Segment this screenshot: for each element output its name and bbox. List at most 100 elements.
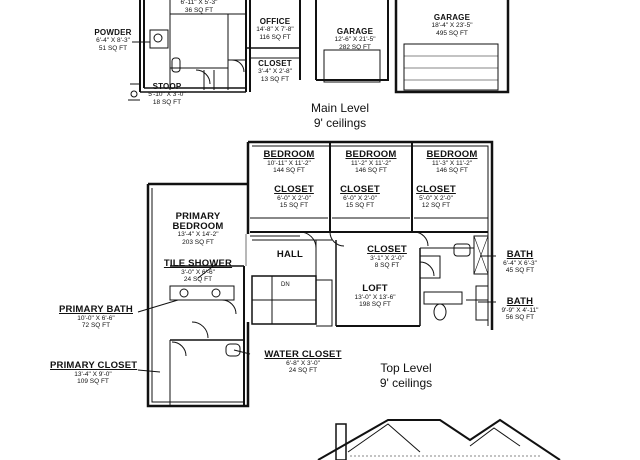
room-label-primary-bedroom: PRIMARY BEDROOM 13'-4" X 14'-2" 203 SQ F… [160,212,236,246]
room-label-closet-2: CLOSET 6'-0" X 2'-0" 15 SQ FT [330,185,390,210]
room-dims: 10'-0" X 6'-6" [77,314,115,322]
room-name: LOFT [362,283,388,294]
room-label-loft: LOFT 13'-0" X 13'-6" 198 SQ FT [340,284,410,309]
room-area: 198 SQ FT [359,301,391,308]
room-label-closet-main: CLOSET 3'-4" X 2'-8" 13 SQ FT [250,60,300,83]
room-area: 45 SQ FT [505,267,535,274]
room-dims: 5'-0" X 2'-0" [419,194,453,202]
room-label-bedroom-3: BEDROOM 11'-3" X 11'-2" 146 SQ FT [416,150,488,175]
room-dims: 14'-8" X 7'-8" [256,26,294,33]
room-name: BATH [506,296,534,307]
room-dims: 18'-4" X 23'-5" [431,22,473,29]
room-area: 72 SQ FT [81,322,111,329]
room-name: GARAGE [336,27,374,36]
room-name: CLOSET [340,184,380,195]
room-area: 116 SQ FT [259,33,291,41]
room-name: PRIMARY CLOSET [50,360,138,371]
room-name-line1: PRIMARY [175,211,221,222]
room-name: OFFICE [259,17,291,26]
room-label-stoop: STOOP 5'-10" X 3'-0" 18 SQ FT [142,83,192,106]
room-dims: 12'-6" X 21'-5" [334,36,376,43]
room-area: 203 SQ FT [182,238,214,246]
room-area: 495 SQ FT [436,29,468,37]
room-name: STOOP [152,82,182,91]
level-title: Main Level [310,101,370,115]
room-name: BEDROOM [345,149,397,160]
room-area: 12 SQ FT [421,202,451,209]
room-area: 15 SQ FT [345,202,375,209]
room-label-office: OFFICE 14'-8" X 7'-8" 116 SQ FT [250,18,300,41]
room-label-primary-bath: PRIMARY BATH 10'-0" X 6'-6" 72 SQ FT [56,305,136,330]
room-area: 8 SQ FT [374,262,400,269]
level-ceilings: 9' ceilings [379,376,433,390]
room-dims: 6'-4" X 6'-3" [503,259,537,267]
room-dims: 13'-0" X 13'-6" [354,293,396,301]
room-dims: 6'-0" X 2'-0" [277,194,311,202]
room-name: BEDROOM [426,149,478,160]
room-area: 51 SQ FT [98,44,128,52]
room-name: CLOSET [274,184,314,195]
room-name: TILE SHOWER [163,258,233,269]
room-label-main-top: 6'-11" X 5'-3" 36 SQ FT [170,0,228,14]
room-label-garage-small: GARAGE 12'-6" X 21'-5" 282 SQ FT [326,28,384,51]
room-dims: 6'-8" X 3'-0" [286,359,320,367]
room-label-tile-shower: TILE SHOWER 3'-0" X 6'-6" 24 SQ FT [160,259,236,284]
room-name: CLOSET [416,184,456,195]
room-name: POWDER [94,28,132,37]
room-dims: 3'-1" X 2'-0" [370,254,404,262]
room-area: 13 SQ FT [260,75,290,83]
top-level-caption: Top Level 9' ceilings [346,361,466,391]
room-label-closet-1: CLOSET 6'-0" X 2'-0" 15 SQ FT [264,185,324,210]
room-dims: 11'-3" X 11'-2" [431,159,473,167]
room-dims: 6'-11" X 5'-3" [180,0,218,6]
room-dims: 13'-4" X 14'-2" [177,231,219,238]
room-area: 36 SQ FT [184,6,214,14]
room-area: 144 SQ FT [273,167,305,174]
room-label-bath-2: BATH 9'-9" X 4'-11" 56 SQ FT [494,297,546,322]
room-name: WATER CLOSET [264,349,342,360]
room-dims: 6'-4" X 8'-3" [96,37,130,44]
room-dims: 13'-4" X 9'-0" [74,370,112,378]
room-area: 109 SQ FT [77,378,109,385]
room-label-closet-small: CLOSET 3'-1" X 2'-0" 8 SQ FT [360,245,414,270]
room-label-primary-closet: PRIMARY CLOSET 13'-4" X 9'-0" 109 SQ FT [50,360,138,386]
room-area: 146 SQ FT [355,167,387,174]
room-area: 146 SQ FT [436,167,468,174]
room-name: CLOSET [258,59,292,68]
room-dims: 11'-2" X 11'-2" [350,159,392,167]
room-label-bath-1: BATH 6'-4" X 6'-3" 45 SQ FT [496,250,544,275]
room-label-garage-large: GARAGE 18'-4" X 23'-5" 495 SQ FT [420,14,484,37]
room-area: 15 SQ FT [279,202,309,209]
room-area: 24 SQ FT [288,367,318,374]
level-title: Top Level [380,361,432,375]
room-area: 24 SQ FT [183,276,213,283]
top-level-walls [146,140,494,408]
room-label-hall: HALL [270,250,310,260]
room-label-bedroom-1: BEDROOM 10'-11" X 11'-2" 144 SQ FT [252,150,326,175]
room-name: GARAGE [433,13,471,22]
room-area: 56 SQ FT [505,314,535,321]
room-name: BATH [506,249,534,260]
level-ceilings: 9' ceilings [313,116,367,130]
room-area: 18 SQ FT [152,98,182,106]
room-dims: 5'-10" X 3'-0" [148,91,186,98]
stair-dn-text: DN [281,282,290,288]
room-dims: 6'-0" X 2'-0" [343,194,377,202]
room-name: PRIMARY BATH [58,304,133,315]
room-name: BEDROOM [263,149,315,160]
room-label-closet-3: CLOSET 5'-0" X 2'-0" 12 SQ FT [408,185,464,210]
room-name-line2: BEDROOM [172,220,224,232]
main-level-walls [128,0,510,101]
room-dims: 10'-11" X 11'-2" [267,159,311,167]
main-level-caption: Main Level 9' ceilings [280,101,400,131]
house-elevation-drawing [317,418,561,460]
leader-lines [132,41,496,373]
room-label-powder: POWDER 6'-4" X 8'-3" 51 SQ FT [90,29,136,52]
room-label-water-closet: WATER CLOSET 6'-8" X 3'-0" 24 SQ FT [258,350,348,375]
room-name: CLOSET [367,244,407,255]
room-dims: 3'-0" X 6'-6" [181,268,215,276]
room-area: 282 SQ FT [339,43,371,51]
room-label-bedroom-2: BEDROOM 11'-2" X 11'-2" 146 SQ FT [334,150,408,175]
room-dims: 9'-9" X 4'-11" [501,306,539,314]
